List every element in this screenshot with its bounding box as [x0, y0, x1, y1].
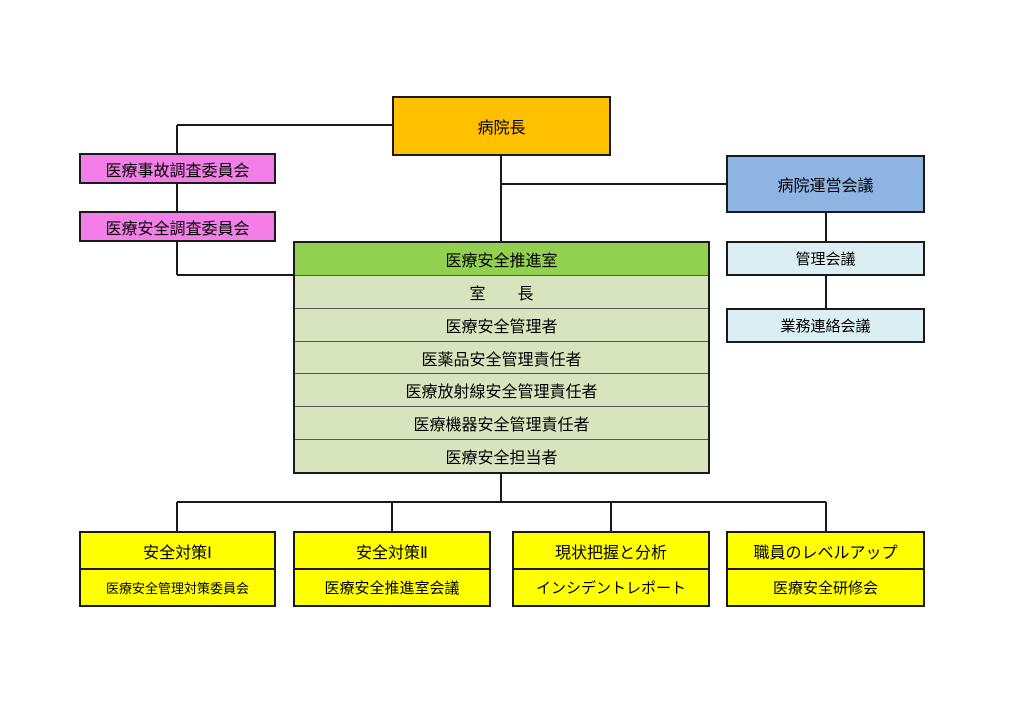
measure-detail: 医療安全推進室会議 [295, 568, 489, 605]
management-council: 病院運営会議 [726, 155, 925, 213]
role-device-safety-manager: 医療機器安全管理責任者 [295, 406, 708, 440]
measure-box-3: 現状把握と分析 インシデントレポート [512, 531, 710, 607]
accident-investigation-committee: 医療事故調査委員会 [79, 153, 276, 184]
measure-box-1: 安全対策Ⅰ 医療安全管理対策委員会 [79, 531, 276, 607]
role-safety-manager: 医療安全管理者 [295, 307, 708, 341]
measure-detail: 医療安全研修会 [728, 568, 923, 605]
management-meeting: 管理会議 [726, 241, 925, 276]
measure-title: 安全対策Ⅱ [356, 542, 428, 562]
safety-office-header: 医療安全推進室 [295, 243, 708, 275]
role-radiation-safety-manager: 医療放射線安全管理責任者 [295, 373, 708, 407]
business-liaison-meeting: 業務連絡会議 [726, 308, 925, 343]
measure-title: 現状把握と分析 [554, 542, 667, 562]
safety-office-table: 医療安全推進室 室 長 医療安全管理者 医薬品安全管理責任者 医療放射線安全管理… [293, 241, 710, 474]
role-safety-staff: 医療安全担当者 [295, 439, 708, 473]
role-drug-safety-manager: 医薬品安全管理責任者 [295, 340, 708, 374]
measure-title: 安全対策Ⅰ [143, 542, 212, 562]
director-box: 病院長 [392, 96, 611, 156]
measure-detail: 医療安全管理対策委員会 [81, 568, 274, 605]
measure-box-4: 職員のレベルアップ 医療安全研修会 [726, 531, 925, 607]
safety-investigation-committee: 医療安全調査委員会 [79, 211, 276, 242]
measure-title: 職員のレベルアップ [753, 542, 898, 562]
measure-detail: インシデントレポート [514, 568, 708, 605]
role-office-chief: 室 長 [295, 274, 708, 308]
measure-box-2: 安全対策Ⅱ 医療安全推進室会議 [293, 531, 491, 607]
